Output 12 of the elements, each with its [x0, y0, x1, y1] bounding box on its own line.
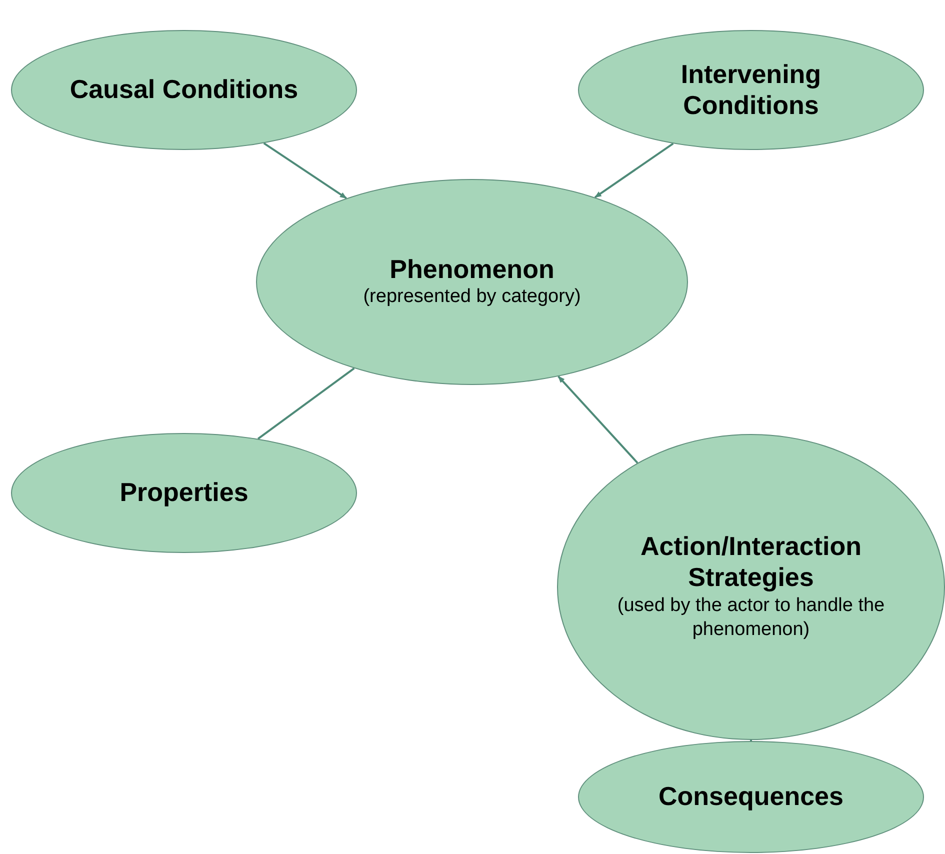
connector-line	[257, 368, 355, 440]
arrow	[263, 142, 347, 200]
node-title: Phenomenon	[390, 254, 554, 286]
arrow	[558, 376, 638, 464]
node-title: Action/Interaction Strategies	[639, 531, 862, 594]
node-title: Causal Conditions	[70, 74, 298, 106]
node-title: Consequences	[658, 781, 844, 813]
node-subtitle: (used by the actor to handle the phenomenon)	[616, 594, 886, 642]
node-title: Intervening Conditions	[680, 58, 822, 122]
node-title: Properties	[120, 477, 248, 509]
arrow	[594, 142, 674, 198]
node-subtitle: (represented by category)	[363, 285, 581, 310]
